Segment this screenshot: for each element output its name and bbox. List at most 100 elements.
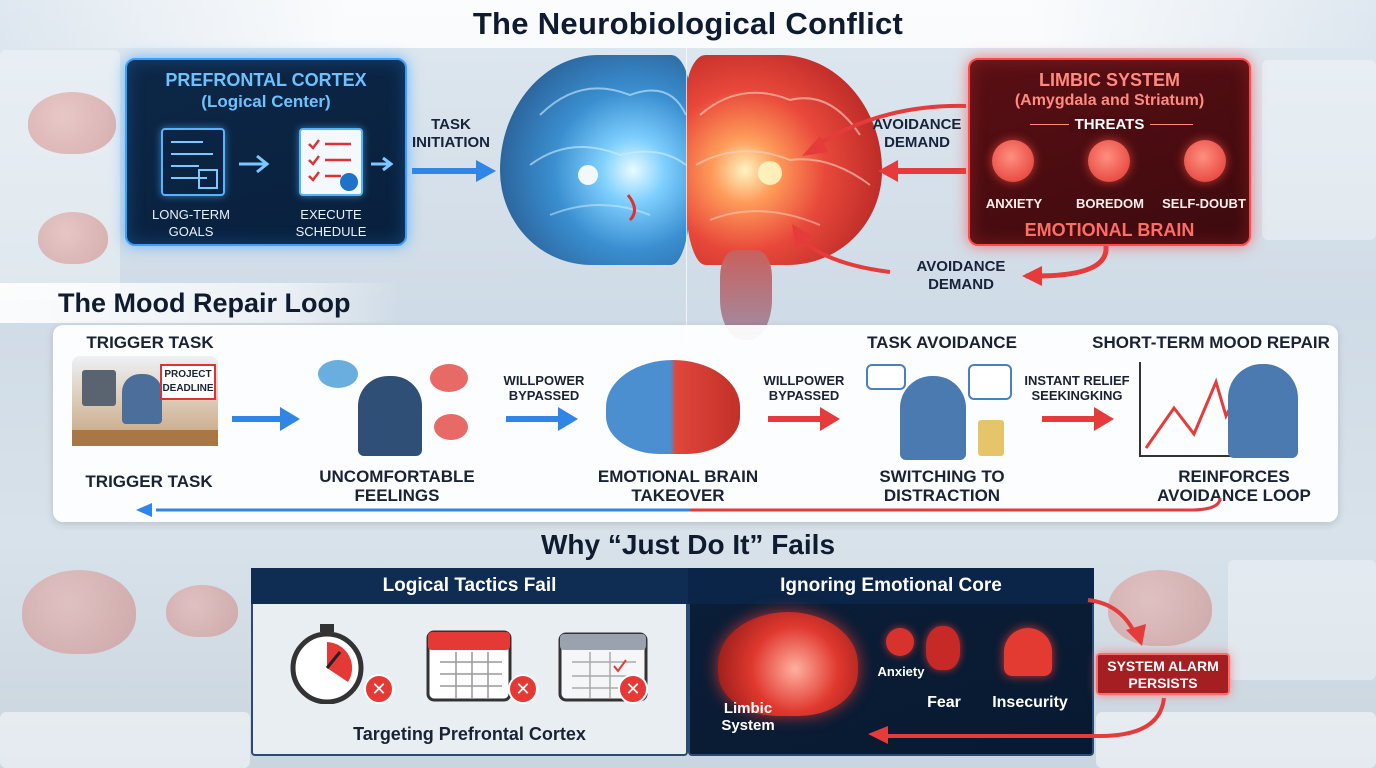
uncomfortable-line-1: UNCOMFORTABLE <box>319 467 475 486</box>
schedule-fail-badge: ✕ <box>618 674 648 704</box>
person-head-in-hands-icon <box>358 376 422 456</box>
stopwatch-fail-badge: ✕ <box>364 674 394 704</box>
brain-folds <box>529 87 871 226</box>
task-initiation-line-1: TASK <box>431 116 471 133</box>
boredom-face-icon <box>1088 140 1130 182</box>
distressed-person-illustration <box>318 356 476 456</box>
limbic-to-brain-arrow <box>802 103 967 156</box>
computer-monitor-icon <box>82 370 116 406</box>
task-initiation-label: TASK INITIATION <box>408 116 494 152</box>
threats-label-text: THREATS <box>1068 116 1151 133</box>
alarm-feedback-arrow <box>868 598 1166 744</box>
loop-arrow-red-2 <box>1042 407 1114 431</box>
alarm-line-2: PERSISTS <box>1128 675 1198 691</box>
insecurity-person-icon <box>1004 628 1052 676</box>
task-initiation-arrow <box>412 160 496 182</box>
bg-screen-right <box>1262 60 1376 240</box>
limbic-label-line-1: Limbic <box>723 700 773 717</box>
threat-boredom: BOREDOM <box>1076 196 1144 211</box>
deadline-sign-line-1: PROJECT <box>164 369 212 380</box>
limbic-label-line-2: System <box>721 717 775 734</box>
task-avoidance-heading: TASK AVOIDANCE <box>867 333 1017 352</box>
loop-arrow-red-1 <box>768 407 840 431</box>
switching-distraction-label: SWITCHING TO DISTRACTION <box>862 467 1022 505</box>
logical-tactics-heading: Logical Tactics Fail <box>251 568 688 604</box>
willpower-1-line-2: BYPASSED <box>508 388 580 403</box>
bg-brain-icon-1 <box>28 92 116 154</box>
deadline-sign: PROJECT DEADLINE <box>160 364 216 400</box>
system-alarm-badge: SYSTEM ALARM PERSISTS <box>1096 653 1230 695</box>
anxiety-mini-label: Anxiety <box>877 664 925 679</box>
threat-anxiety: ANXIETY <box>985 196 1043 211</box>
calendar-icon <box>426 630 512 702</box>
bg-brain-icon-5 <box>1108 570 1212 646</box>
switching-line-1: SWITCHING TO <box>879 467 1005 486</box>
goals-label-line-1: LONG-TERM <box>152 207 230 222</box>
snack-cup-icon <box>978 420 1004 456</box>
blueprint-icon <box>161 128 225 196</box>
stopwatch-icon <box>290 624 364 704</box>
reinforces-loop-label: REINFORCES AVOIDANCE LOOP <box>1146 467 1322 505</box>
insecurity-label: Insecurity <box>992 694 1068 711</box>
emotional-core-heading: Ignoring Emotional Core <box>688 568 1094 604</box>
trigger-task-footer: TRIGGER TASK <box>85 472 213 491</box>
schedule-label-line-2: SCHEDULE <box>295 224 367 239</box>
goals-label: LONG-TERM GOALS <box>141 206 241 240</box>
conflict-title: The Neurobiological Conflict <box>0 0 1376 48</box>
why-title: Why “Just Do It” Fails <box>540 529 836 560</box>
avoidance-lower-line-2: DEMAND <box>928 276 994 293</box>
willpower-1-line-1: WILLPOWER <box>503 373 585 388</box>
loop-arrow-blue-1 <box>232 407 300 431</box>
bg-desk <box>0 712 250 768</box>
willpower-bypassed-1: WILLPOWER BYPASSED <box>496 373 592 403</box>
chat-bubble-icon <box>866 364 906 390</box>
fear-label: Fear <box>927 694 961 711</box>
schedule-checklist-icon <box>299 128 363 196</box>
schedule-label-line-1: EXECUTE <box>300 207 362 222</box>
limbic-system-label: Limbic System <box>718 700 778 734</box>
threat-self-doubt: SELF-DOUBT <box>1162 196 1246 211</box>
avoidance-upper-line-1: AVOIDANCE <box>872 116 962 133</box>
prefrontal-subtitle: (Logical Center) <box>201 92 331 111</box>
distracted-person-illustration <box>864 358 1014 462</box>
limbic-subtitle: (Amygdala and Striatum) <box>1014 92 1205 109</box>
bg-screen-right-low <box>1228 560 1376 680</box>
self-doubt-face-icon <box>1184 140 1226 182</box>
bg-brain-icon-3 <box>22 570 136 654</box>
avoidance-demand-arrow-upper <box>878 160 966 182</box>
uncomfortable-line-2: FEELINGS <box>354 486 440 505</box>
switching-line-2: DISTRACTION <box>883 486 1001 505</box>
takeover-line-1: EMOTIONAL BRAIN <box>597 467 759 486</box>
goals-label-line-2: GOALS <box>168 224 214 239</box>
relief-line-1: INSTANT RELIEF <box>1024 373 1130 388</box>
anxiety-mini-icon <box>886 628 914 656</box>
schedule-label: EXECUTE SCHEDULE <box>279 206 383 240</box>
emotional-brain-label: EMOTIONAL BRAIN <box>1024 220 1195 240</box>
emotional-takeover-label: EMOTIONAL BRAIN TAKEOVER <box>590 467 766 505</box>
bg-desk-right <box>1096 712 1376 768</box>
avoidance-upper-line-2: DEMAND <box>884 134 950 151</box>
sad-brain-icon-left <box>318 360 358 388</box>
takeover-brain-icon <box>606 360 740 454</box>
relieved-person-icon <box>1228 364 1298 458</box>
loop-arrow-blue-2 <box>506 407 578 431</box>
limbic-system-panel: LIMBIC SYSTEM (Amygdala and Striatum) TH… <box>968 58 1251 246</box>
limbic-title: LIMBIC SYSTEM <box>1038 70 1180 90</box>
brain-divider <box>686 48 687 348</box>
notification-icon <box>968 364 1012 400</box>
brain-emotional-half <box>686 55 882 265</box>
reinforces-line-2: AVOIDANCE LOOP <box>1157 486 1311 505</box>
prefrontal-title: PREFRONTAL CORTEX <box>165 70 367 90</box>
bg-brain-icon-4 <box>166 585 238 637</box>
willpower-2-line-1: WILLPOWER <box>763 373 845 388</box>
stressed-worker-illustration: PROJECT DEADLINE <box>72 356 218 446</box>
avoidance-demand-upper: AVOIDANCE DEMAND <box>868 116 966 152</box>
smiling-person-icon <box>900 376 966 460</box>
reinforces-line-1: REINFORCES <box>1178 467 1290 486</box>
sad-brain-icon-right <box>434 414 468 440</box>
angry-brain-icon <box>430 364 468 392</box>
avoidance-demand-lower: AVOIDANCE DEMAND <box>906 258 1016 294</box>
mood-repair-heading: SHORT-TERM MOOD REPAIR <box>1092 333 1330 352</box>
logical-tactics-footer: Targeting Prefrontal Cortex <box>353 724 586 744</box>
task-initiation-line-2: INITIATION <box>411 134 491 151</box>
